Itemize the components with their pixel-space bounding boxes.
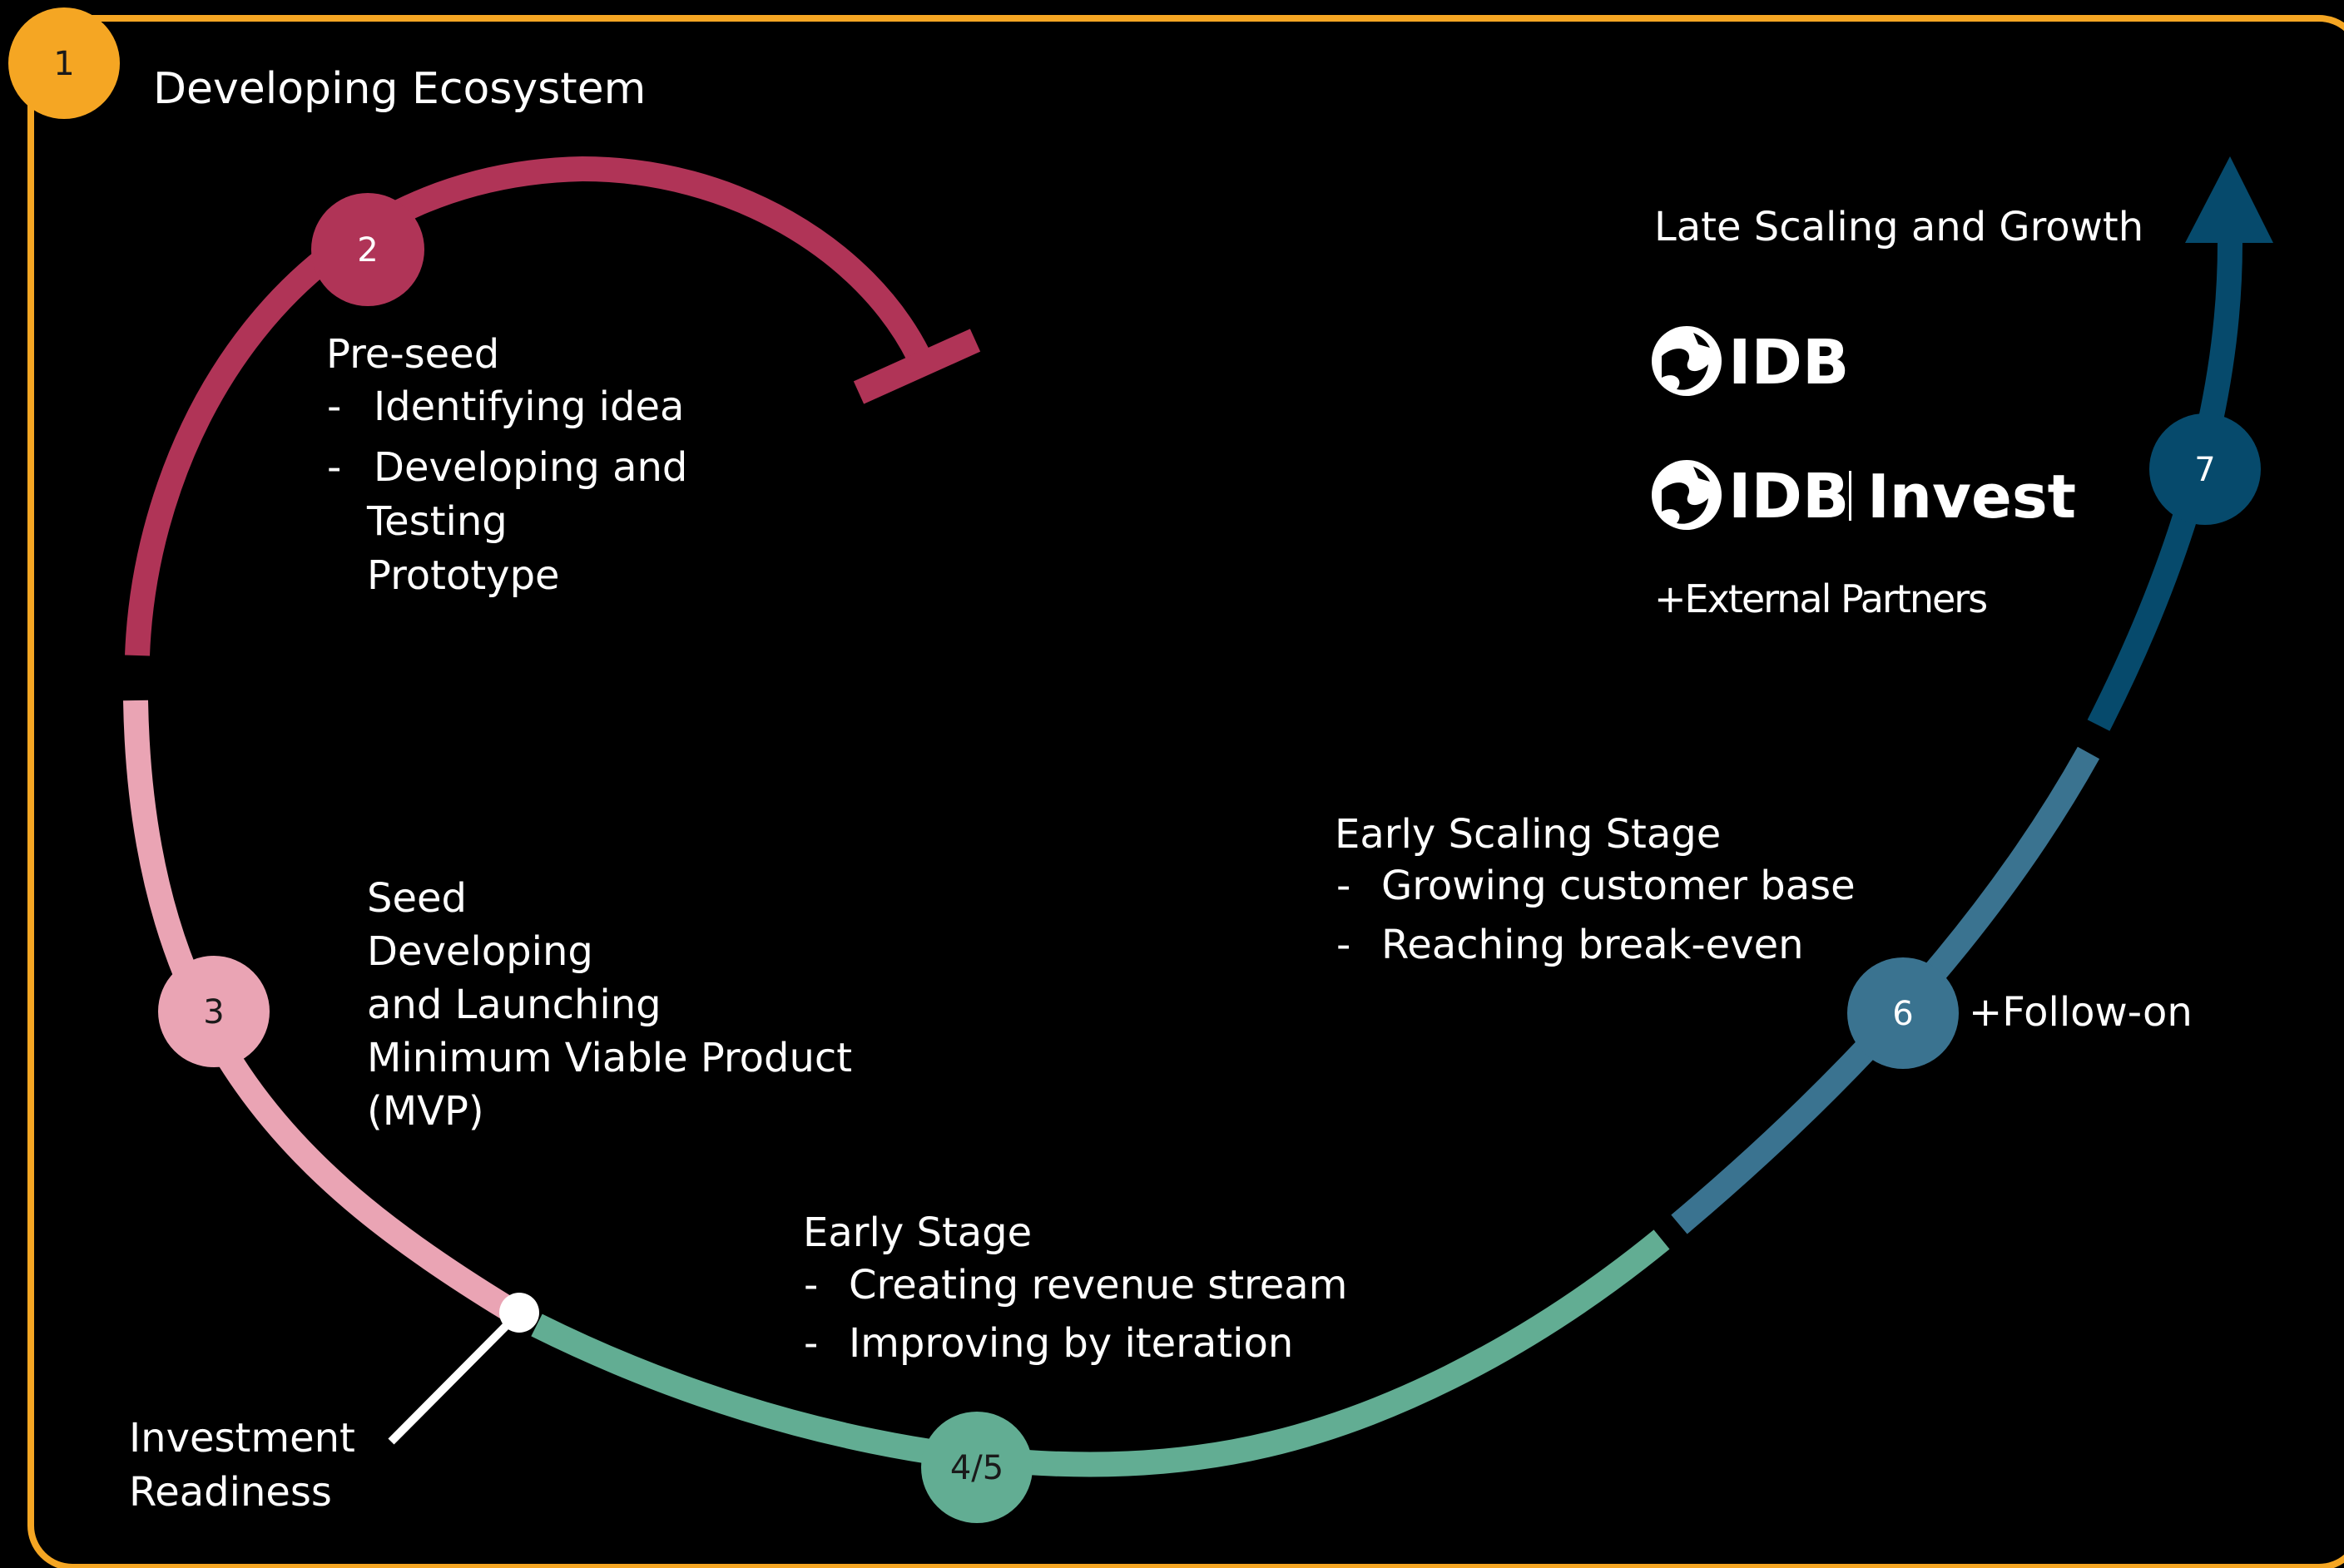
investment-readiness-line-1: Investment [129,1415,355,1462]
early-scaling-title: Early Scaling Stage [1335,811,1721,858]
badge-early-scaling [1847,957,1959,1069]
early-scaling-bullet-marker-2: - [1336,922,1350,968]
preseed-bullet-2-line-2: Testing [366,498,508,545]
badge-preseed-number: 2 [357,231,378,270]
external-partners-label: +External Partners [1654,576,1986,621]
seed-line-1: Seed [367,875,467,922]
seed-line-4: Minimum Viable Product [367,1035,852,1081]
preseed-bullet-marker-2: - [327,444,341,491]
badge-ecosystem-number: 1 [53,45,74,83]
badge-early-stage-number: 4/5 [950,1449,1004,1487]
seed-arc [123,700,514,1319]
preseed-arc [125,156,930,656]
investment-readiness-dot [499,1293,539,1333]
preseed-bullet-2-line-3: Prototype [367,552,560,599]
preseed-bullet-2: Developing and [374,444,687,491]
idb-logo-text: IDB [1728,327,1849,398]
ecosystem-frame [27,15,2344,1568]
idb-invest-logo-divider [1849,471,1851,521]
idb-invest-logo-idb-text: IDB [1728,461,1849,532]
seed-line-2: Developing [367,928,593,975]
preseed-arc-end-cap [853,329,981,404]
follow-on-label: +Follow-on [1969,989,2193,1036]
badge-seed-number: 3 [203,993,224,1031]
seed-line-3: and Launching [367,982,662,1028]
early-stage-bullet-marker-1: - [804,1262,818,1308]
idb-logo-mark [1652,326,1722,396]
idb-logo: IDB [1652,326,1849,398]
early-stage-bullet-2: Improving by iteration [849,1320,1293,1367]
seed-line-5: (MVP) [367,1088,484,1135]
badge-late-scaling [2149,413,2261,525]
badge-early-stage [921,1412,1033,1523]
early-stage-bullet-marker-2: - [804,1320,818,1367]
early-scaling-bullet-marker-1: - [1336,863,1350,909]
early-scaling-bullet-2: Reaching break-even [1381,922,1804,968]
badge-early-scaling-number: 6 [1892,995,1913,1033]
growth-arrowhead [2185,156,2273,243]
early-stage-arc [531,1229,1670,1477]
idb-invest-logo-invest-text: Invest [1867,462,2076,532]
early-stage-bullet-1: Creating revenue stream [849,1262,1347,1308]
early-stage-title: Early Stage [803,1209,1032,1256]
preseed-title: Pre-seed [326,331,499,378]
preseed-bullet-marker-1: - [327,383,341,430]
late-scaling-title: Late Scaling and Growth [1654,204,2143,250]
badge-late-scaling-number: 7 [2194,451,2215,489]
ecosystem-title: Developing Ecosystem [153,64,646,114]
idb-invest-logo-mark [1652,460,1722,530]
idb-invest-logo: IDB Invest [1652,460,2076,532]
badge-ecosystem [8,7,120,119]
early-scaling-bullet-1: Growing customer base [1381,863,1856,909]
preseed-bullet-1: Identifying idea [374,383,684,430]
badge-seed [158,956,270,1067]
investment-readiness-line-2: Readiness [129,1469,332,1516]
investment-readiness-pointer [388,1313,519,1445]
badge-preseed [311,193,424,306]
